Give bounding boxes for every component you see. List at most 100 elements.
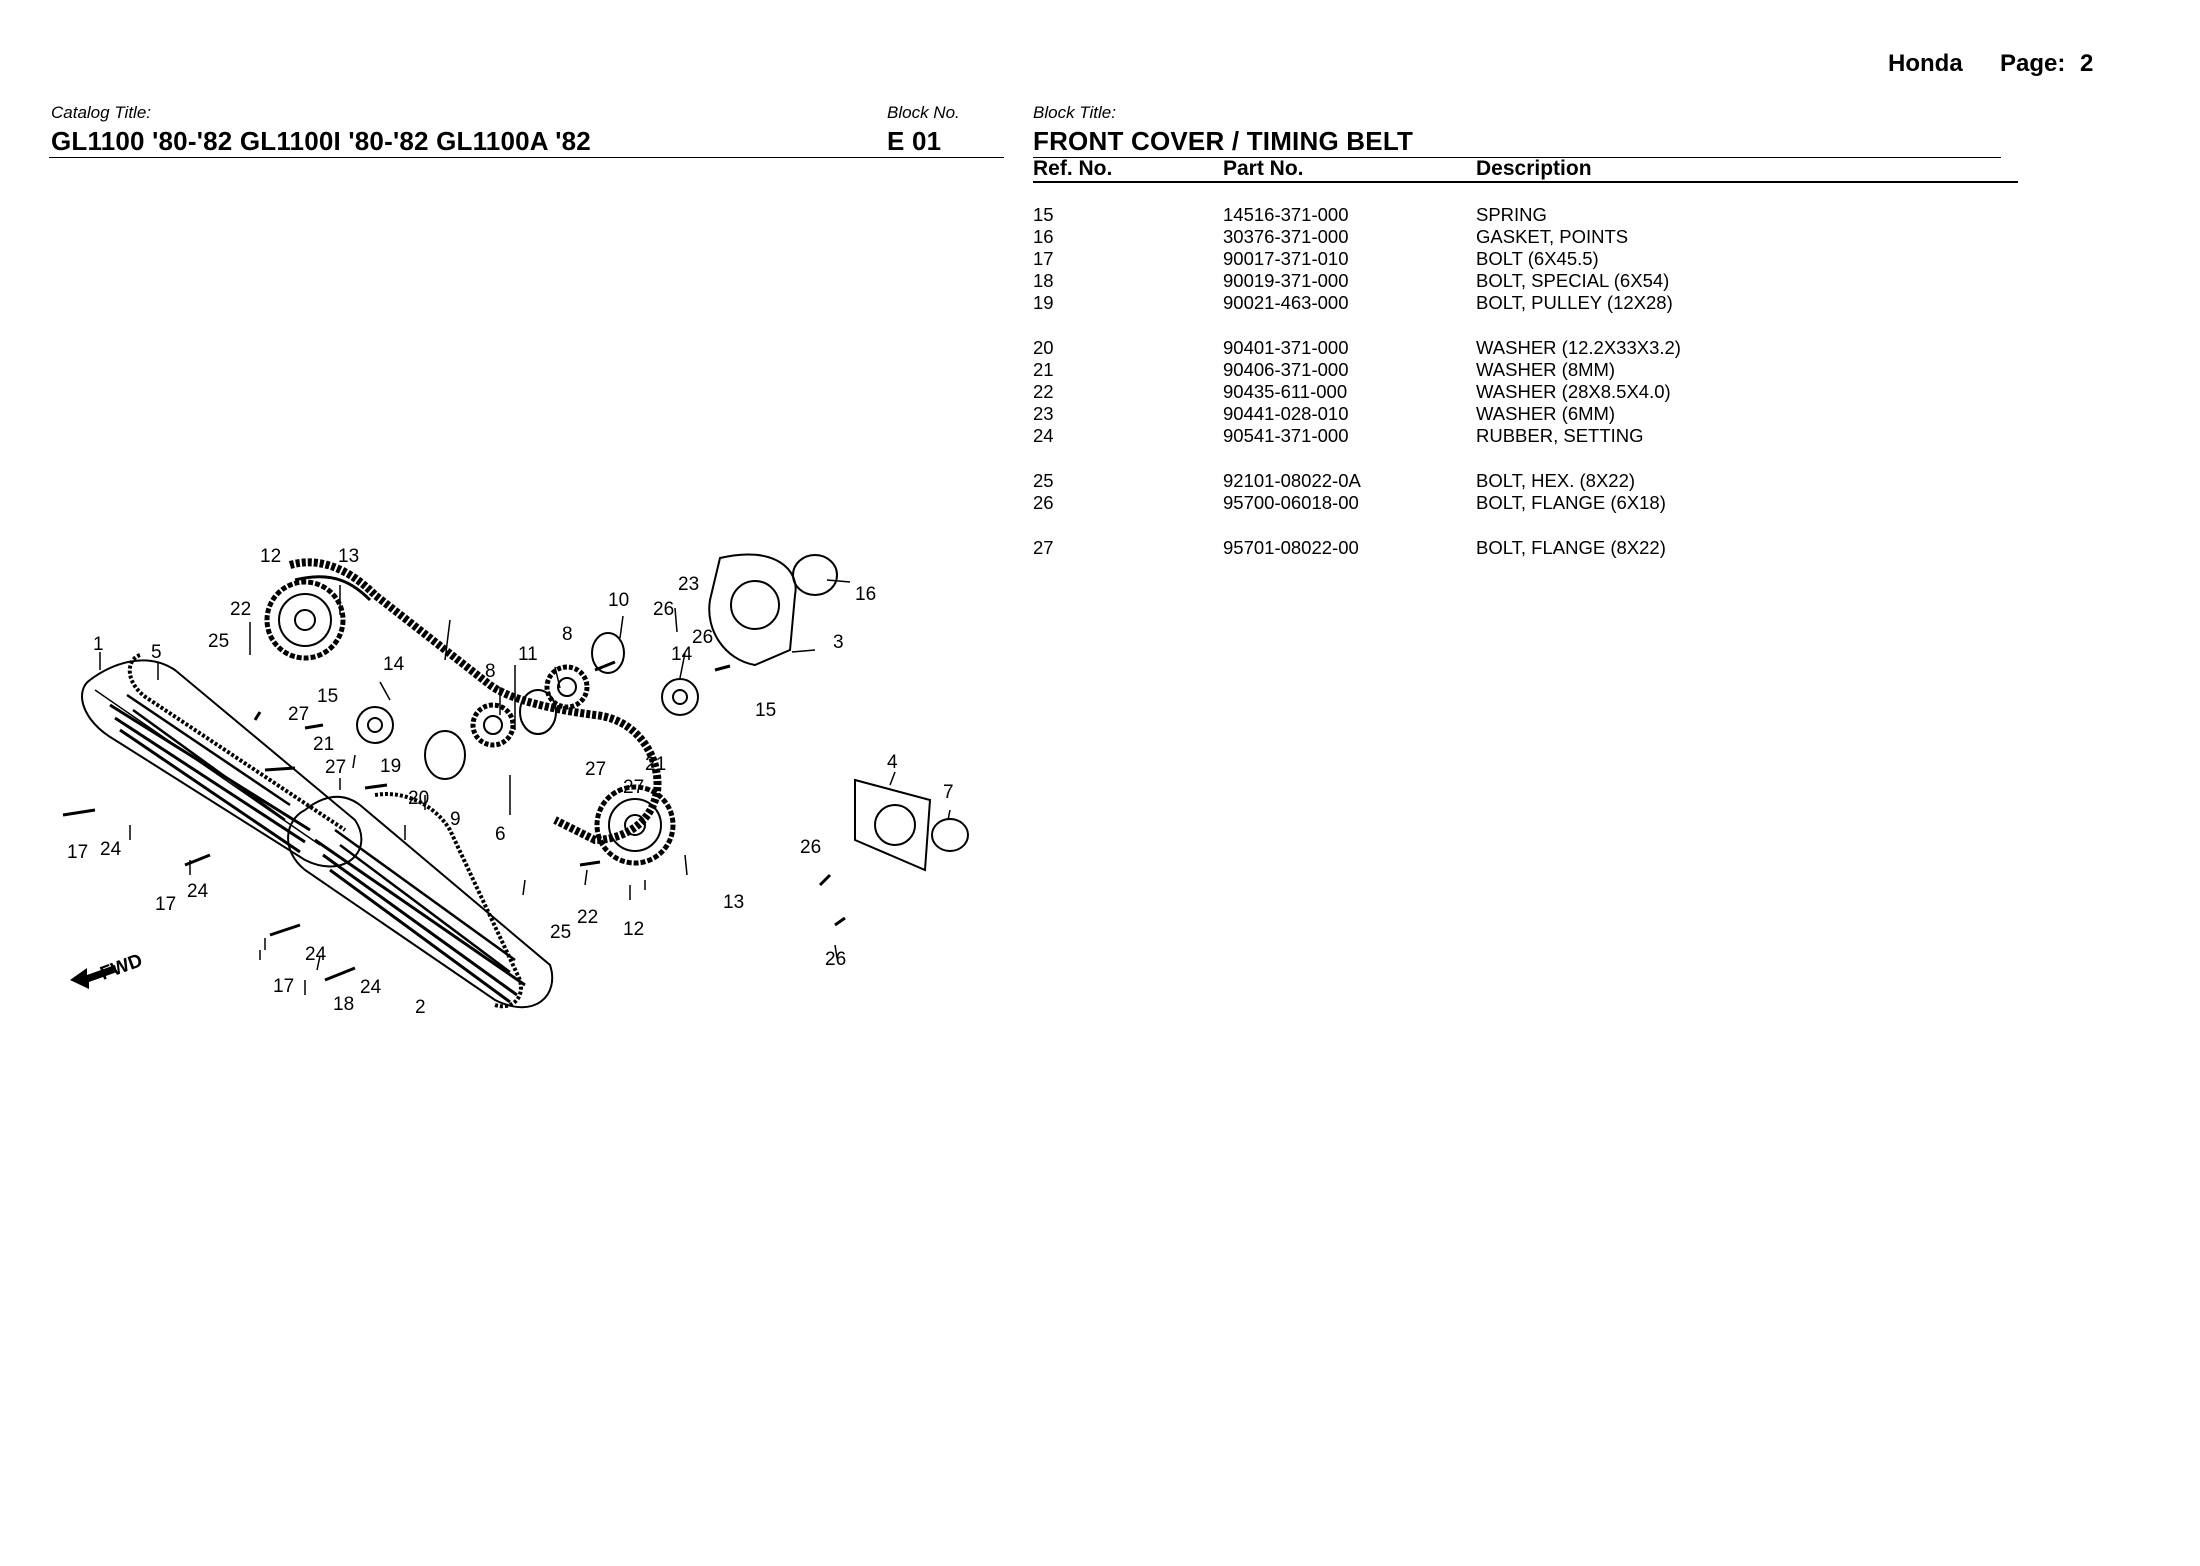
callout: 21 <box>313 734 334 755</box>
gasket-7 <box>931 818 969 852</box>
desc-cell: BOLT, PULLEY (12X28) <box>1476 292 1673 313</box>
callout: 24 <box>360 977 382 998</box>
part-cell: 90541-371-000 <box>1223 425 1349 446</box>
brand-name: Honda <box>1888 50 1963 77</box>
desc-cell: WASHER (12.2X33X3.2) <box>1476 337 1681 358</box>
callout: 13 <box>338 546 359 567</box>
part-cell: 90406-371-000 <box>1223 359 1349 380</box>
desc-cell: BOLT, SPECIAL (6X54) <box>1476 270 1670 291</box>
timing-belt <box>288 558 662 845</box>
plate-4 <box>854 778 932 872</box>
callout: 26 <box>800 837 821 858</box>
callout: 22 <box>230 599 251 620</box>
cover-gasket-lower <box>374 792 523 1009</box>
ref-cell: 27 <box>1033 537 1054 558</box>
ref-cell: 23 <box>1033 403 1054 424</box>
part-cell: 90017-371-010 <box>1223 248 1349 269</box>
pulley-washer <box>424 730 466 780</box>
part-cell: 14516-371-000 <box>1223 204 1349 225</box>
desc-cell: RUBBER, SETTING <box>1476 425 1644 446</box>
callout: 25 <box>550 922 571 943</box>
callout: 26 <box>653 599 674 620</box>
cam-pulley-lower <box>594 784 676 866</box>
callout: 3 <box>833 632 844 653</box>
callout: 10 <box>608 590 629 611</box>
desc-cell: SPRING <box>1476 204 1547 225</box>
callout: 17 <box>273 976 294 997</box>
part-cell: 90401-371-000 <box>1223 337 1349 358</box>
callout: 25 <box>208 631 229 652</box>
callout: 4 <box>887 752 898 773</box>
callout: 14 <box>383 654 405 675</box>
callout: 16 <box>855 584 876 605</box>
ref-cell: 25 <box>1033 470 1054 491</box>
callout: 7 <box>943 782 954 803</box>
callout: 27 <box>325 757 346 778</box>
callout: 18 <box>333 994 354 1015</box>
callout: 13 <box>723 892 744 913</box>
front-cover-upper <box>81 659 363 868</box>
catalog-title: GL1100 '80-'82 GL1100I '80-'82 GL1100A '… <box>51 126 591 156</box>
table-header-rule <box>1033 181 2018 183</box>
callout: 24 <box>100 839 122 860</box>
part-cell: 30376-371-000 <box>1223 226 1349 247</box>
callout: 9 <box>450 809 461 830</box>
cover-gasket-upper <box>127 653 347 832</box>
ref-cell: 26 <box>1033 492 1054 513</box>
page-label: Page: <box>2000 50 2066 77</box>
drive-pulley <box>470 702 516 748</box>
points-gasket <box>792 554 838 596</box>
callout: 1 <box>93 634 104 655</box>
callout: 5 <box>151 642 162 663</box>
callout: 17 <box>155 894 176 915</box>
part-cell: 95701-08022-00 <box>1223 537 1359 558</box>
drive-pulley-2 <box>544 664 590 710</box>
rear-plate <box>708 553 797 667</box>
tensioner-left <box>356 706 394 744</box>
desc-cell: WASHER (6MM) <box>1476 403 1616 424</box>
callout: 17 <box>67 842 88 863</box>
ref-cell: 18 <box>1033 270 1054 291</box>
catalog-title-caption: Catalog Title: <box>51 103 152 122</box>
callout: 26 <box>692 627 713 648</box>
ref-cell: 22 <box>1033 381 1054 402</box>
part-cell: 90441-028-010 <box>1223 403 1349 424</box>
catalog-title-rule <box>49 157 1004 158</box>
part-cell: 92101-08022-0A <box>1223 470 1361 491</box>
washer-10 <box>591 632 625 674</box>
callout: 12 <box>260 546 281 567</box>
callout: 27 <box>585 759 606 780</box>
ref-cell: 16 <box>1033 226 1054 247</box>
exploded-parts-diagram: FWD 1 2 3 4 5 6 7 8 8 9 10 11 12 12 13 1… <box>62 546 969 1018</box>
callout: 15 <box>755 700 776 721</box>
callout: 24 <box>305 944 327 965</box>
callout: 19 <box>380 756 401 777</box>
block-title-rule <box>1033 157 2001 158</box>
block-title-caption: Block Title: <box>1033 103 1116 122</box>
desc-cell: WASHER (28X8.5X4.0) <box>1476 381 1671 402</box>
block-title: FRONT COVER / TIMING BELT <box>1033 126 1414 156</box>
ref-cell: 15 <box>1033 204 1054 225</box>
callout: 21 <box>645 754 666 775</box>
desc-cell: BOLT (6X45.5) <box>1476 248 1599 269</box>
ref-cell: 17 <box>1033 248 1054 269</box>
desc-cell: GASKET, POINTS <box>1476 226 1629 247</box>
callout: 6 <box>495 824 506 845</box>
block-number: E 01 <box>887 126 942 156</box>
callout: 24 <box>187 881 209 902</box>
tensioner-right <box>661 678 699 716</box>
ref-cell: 19 <box>1033 292 1054 313</box>
callout: 8 <box>562 624 573 645</box>
ref-cell: 20 <box>1033 337 1054 358</box>
callout: 26 <box>825 949 846 970</box>
desc-cell: WASHER (8MM) <box>1476 359 1616 380</box>
callout: 2 <box>415 997 426 1018</box>
pulley-flange <box>519 689 557 735</box>
desc-cell: BOLT, FLANGE (8X22) <box>1476 537 1666 558</box>
callout: 23 <box>678 574 699 595</box>
ref-cell: 21 <box>1033 359 1054 380</box>
callout: 8 <box>485 661 496 682</box>
callout: 27 <box>288 704 309 725</box>
callout: 12 <box>623 919 644 940</box>
desc-cell: BOLT, HEX. (8X22) <box>1476 470 1636 491</box>
